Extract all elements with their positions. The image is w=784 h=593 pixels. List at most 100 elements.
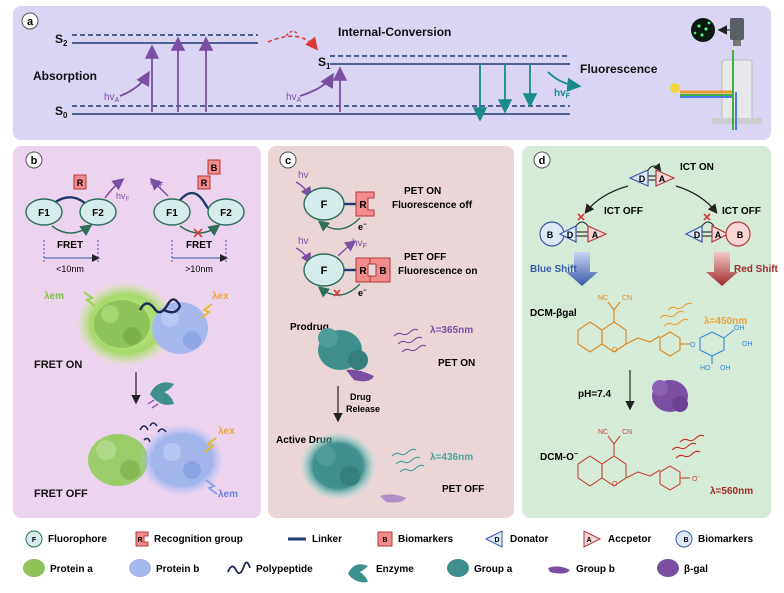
hvf-label-right: hvF	[150, 177, 164, 189]
internal-conversion-label: Internal-Conversion	[338, 25, 451, 39]
panel-c-tag-circle	[279, 151, 297, 169]
protein-a-blob-off	[88, 434, 148, 486]
donator-d-right	[684, 225, 703, 243]
pet-off-schematic: hv F R B hvF e− PET OFF Fluorescence on	[295, 236, 477, 298]
fret-on-label: FRET ON	[34, 359, 82, 371]
f2-label: F2	[92, 208, 104, 219]
legend-recognition: Recognition group	[154, 534, 243, 545]
a-label-right: A	[715, 230, 722, 240]
lambda-365-label: λ=365nm	[430, 325, 473, 336]
arrow-to-blue	[584, 185, 629, 214]
cn-label-2: CN	[622, 429, 632, 436]
absorption-label: Absorption	[33, 69, 97, 83]
fluorescence-off-label: Fluorescence off	[392, 200, 473, 211]
legend-bgal-icon	[657, 559, 679, 577]
pet-on-schematic: hv F R e− PET ON Fluorescence off	[295, 170, 473, 232]
microscope-illustration	[670, 18, 762, 130]
fret-off-proteins: λex λem FRET OFF	[34, 422, 238, 500]
legend-group-a-icon	[447, 559, 469, 577]
sugar-ho: HO	[700, 365, 711, 372]
emission-arrow-right	[149, 177, 169, 197]
red-shift-arrow	[706, 252, 738, 286]
f1-fluorophore-right	[153, 198, 191, 226]
r-label-c2: R	[359, 266, 367, 277]
recognition-r-icon-right	[197, 175, 211, 190]
distance-gt10: >10nm	[185, 264, 213, 274]
donator-d-left	[558, 225, 577, 243]
legend-protein-b-icon	[129, 559, 151, 577]
legend-donator: Donator	[510, 534, 548, 545]
active-drug-label: Active Drug	[276, 435, 332, 446]
s1-label: S1	[318, 55, 331, 71]
legend-fluorophore-icon	[25, 530, 43, 548]
absorption-wavy-arrow	[119, 70, 150, 97]
fluorescence-wavy-arrow	[547, 71, 582, 92]
legend-enzyme-icon	[348, 564, 368, 583]
glycoside-o: O	[690, 342, 696, 349]
acceptor-a-top	[655, 169, 676, 187]
blue-shift-label: Blue Shift	[530, 264, 577, 275]
biomarker-b-c	[369, 257, 391, 283]
s0-label: S0	[55, 104, 68, 120]
dcm-bgal-label: DCM-βgal	[530, 308, 577, 319]
pet-on-top-label: PET ON	[404, 186, 441, 197]
lambda-436-label: λ=436nm	[430, 452, 473, 463]
fret-label-left: FRET	[57, 240, 83, 251]
prodrug-label: Prodrug	[290, 322, 329, 333]
lambda-ex-on: λex	[212, 291, 229, 302]
biomarker-b-icon	[207, 159, 221, 175]
hvf-label-left: hvF	[116, 191, 130, 203]
legend-biomarker-icon-label: B	[382, 537, 387, 544]
ict-blocked-x-right	[703, 213, 711, 221]
ict-off-right-label: ICT OFF	[722, 206, 761, 217]
sugar-oh-2: OH	[742, 341, 753, 348]
e-label-c2: e−	[358, 288, 367, 298]
panel-b-tag-circle	[25, 151, 43, 169]
prodrug-illustration: Prodrug λ=365nm PET ON	[290, 322, 475, 382]
ict-off-left-label: ICT OFF	[604, 206, 643, 217]
ring-o-2: O	[612, 481, 618, 488]
ring-o-1: O	[612, 347, 618, 354]
fret-blocked-x	[193, 228, 203, 238]
f2-fluorophore	[79, 198, 117, 226]
light-450-waves	[659, 302, 693, 327]
a-label-left: A	[592, 230, 599, 240]
nc-label-1: NC	[598, 295, 608, 302]
ict-off-right: D A B ICT OFF	[684, 206, 761, 247]
lambda-ex-off: λex	[218, 426, 235, 437]
r-label-c1: R	[359, 200, 367, 211]
nc-label-2: NC	[598, 429, 608, 436]
fret-arrow-left	[51, 224, 93, 237]
red-shift-label: Red Shift	[734, 264, 779, 275]
d-label-top: D	[639, 174, 646, 184]
panel-c-tag: c	[285, 155, 291, 167]
b-label-right-d: B	[737, 230, 744, 240]
legend-recognition-icon	[135, 531, 149, 547]
released-group-b	[380, 494, 406, 503]
f-label-c2: F	[321, 265, 328, 277]
acceptor-a-left	[587, 225, 608, 243]
prodrug-group-b	[346, 369, 374, 382]
recognition-group-on	[355, 191, 375, 217]
pet-arrow-on	[317, 217, 361, 232]
blue-shift-arrow	[566, 252, 598, 286]
legend-protein-a-icon	[23, 559, 45, 577]
fret-label-right: FRET	[186, 240, 212, 251]
donator-d-top	[628, 169, 649, 187]
b-label-right: B	[211, 163, 218, 173]
f1-label-right: F1	[166, 208, 178, 219]
phenolate-o: O−	[692, 474, 700, 483]
legend-polypeptide: Polypeptide	[256, 564, 313, 575]
pet-blocked-x	[333, 289, 341, 297]
fluorescence-on-label: Fluorescence on	[398, 266, 477, 277]
legend-acceptor-icon-label: A	[586, 537, 591, 544]
cell-image-icon	[691, 18, 715, 42]
distance-lt10: <10nm	[56, 264, 84, 274]
e-label-c1: e−	[358, 222, 367, 232]
fret-on-schematic: F1 F2 R hvF FRET <10nm	[25, 174, 130, 274]
legend-fluorophore-icon-label: F	[32, 537, 37, 544]
r-label-right: R	[201, 178, 208, 188]
polypeptide-fragments	[139, 422, 167, 443]
f2-fluorophore-right	[207, 198, 245, 226]
emission-arrow-left	[104, 178, 125, 199]
